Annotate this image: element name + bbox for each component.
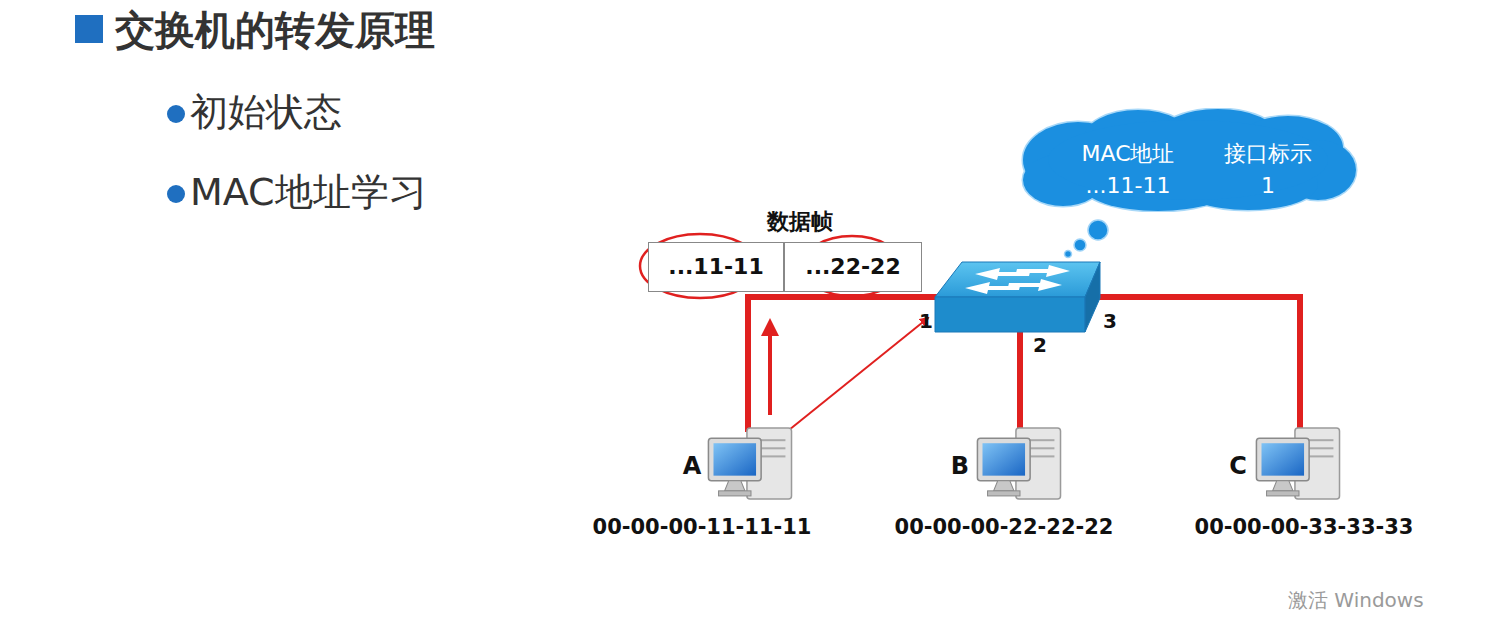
switch-icon [935, 262, 1100, 332]
title-bullet [75, 15, 103, 43]
list-item: MAC地址学习 [190, 171, 427, 215]
list-bullet [167, 105, 185, 123]
table-cell: 1 [1261, 173, 1275, 198]
host-name: A [683, 453, 702, 481]
mac-address: 00-00-00-11-11-11 [593, 515, 812, 539]
field-value: ...22-22 [805, 254, 900, 279]
mac-address: 00-00-00-33-33-33 [1195, 515, 1414, 539]
host-name: B [951, 453, 969, 481]
slide-title: 交换机的转发原理 [115, 7, 435, 53]
port-number: 1 [919, 310, 933, 333]
table-cell: MAC地址 [1081, 141, 1174, 166]
mac-table-cloud: MAC地址 接口标示 ...11-11 1 [1018, 108, 1360, 212]
frame-field: ...11-11 [648, 242, 784, 292]
port-number: 3 [1103, 310, 1117, 333]
direction-arrow [768, 322, 772, 415]
mac-address: 00-00-00-22-22-22 [895, 515, 1114, 539]
thought-bubble [1065, 220, 1109, 258]
field-value: ...11-11 [668, 254, 763, 279]
table-cell: 接口标示 [1224, 141, 1312, 166]
computer-icon [708, 428, 791, 499]
data-frame: 数据帧...11-11 ...22-22 [640, 203, 930, 295]
frame-field: ...22-22 [784, 242, 922, 292]
port-number: 2 [1033, 334, 1047, 357]
list-item: 初始状态 [190, 91, 342, 135]
computer-icon [977, 428, 1060, 499]
list-bullet [167, 185, 185, 203]
host-name: C [1229, 453, 1247, 481]
frame-heading: 数据帧 [767, 209, 833, 234]
computer-icon [1256, 428, 1339, 499]
network-link [748, 297, 1300, 432]
table-cell: ...11-11 [1086, 173, 1171, 198]
watermark: 激活 Windows [1288, 589, 1424, 612]
